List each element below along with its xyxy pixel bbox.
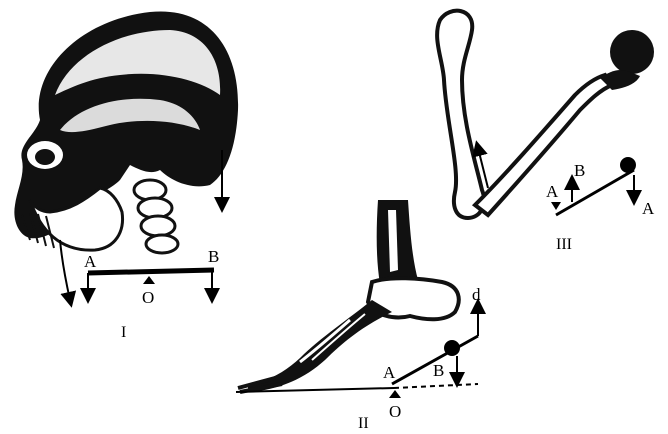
- label-O-I: O: [142, 288, 154, 307]
- label-A-III: A: [546, 182, 559, 201]
- humerus-illustration: [437, 11, 484, 218]
- ball-illustration: [610, 30, 654, 74]
- label-B-II: B: [433, 361, 444, 380]
- label-A-right-III: A: [642, 199, 655, 218]
- fulcrum-O-II: [389, 390, 401, 398]
- jaw-force-arrow: [60, 240, 70, 300]
- lever-bar-I: [88, 270, 214, 273]
- label-O-II: O: [389, 402, 401, 421]
- ground-dashed-II: [394, 384, 478, 388]
- numeral-II: II: [358, 415, 369, 432]
- label-A-II: A: [383, 363, 396, 382]
- lever-bar-III: [556, 170, 634, 215]
- skull-figure: [14, 11, 238, 253]
- label-B-III: B: [574, 161, 585, 180]
- fulcrum-A-III: [551, 202, 561, 210]
- label-d-II: d: [472, 285, 481, 304]
- load-weight-III: [620, 157, 636, 173]
- label-A-I: A: [84, 252, 97, 271]
- foot-figure: [238, 200, 459, 392]
- load-weight-II: [444, 340, 460, 356]
- numeral-I: I: [121, 324, 126, 341]
- leg-bones-illustration: [377, 200, 418, 284]
- numeral-III: III: [556, 236, 572, 253]
- fulcrum-O-I: [143, 276, 155, 284]
- label-B-I: B: [208, 247, 219, 266]
